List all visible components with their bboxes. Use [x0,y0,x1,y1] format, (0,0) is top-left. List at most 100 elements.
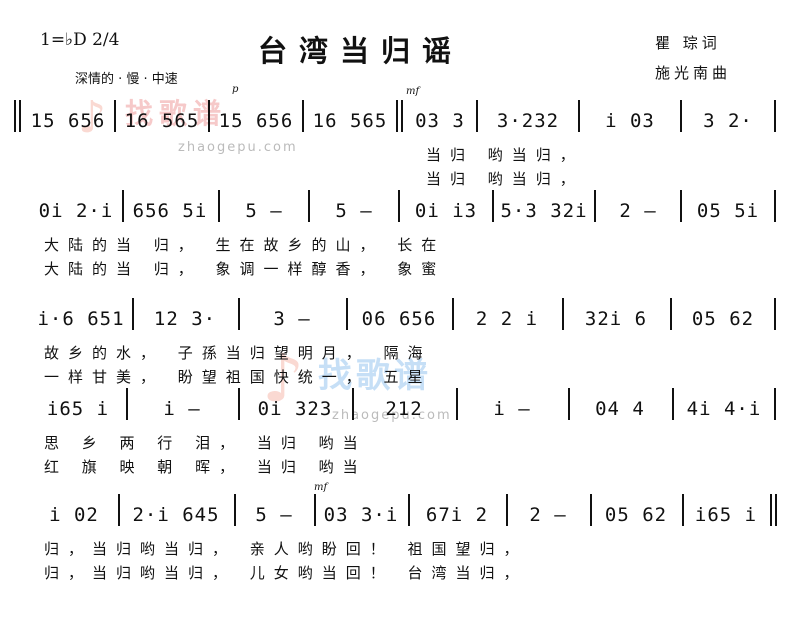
barline [456,388,458,420]
barline [408,494,410,526]
measure: 32i 6 [584,308,648,330]
score-line-5: i 02 2·i 645 5 – 03 3·i 67i 2 2 – 05 62 … [14,482,784,612]
dynamic-marking: p [232,84,239,95]
barline [208,100,210,132]
measure: 03 3 [415,110,465,132]
barline [352,388,354,420]
measure: 5 – [245,200,283,222]
barline [594,190,596,222]
score-line-2: 0i 2·i 656 5i 5 – 5 – 0i i3 5·3 32i 2 – … [14,188,784,308]
measure: i 02 [49,504,99,526]
measure: 05 62 [604,504,668,526]
dynamic-marking: mf [406,86,420,97]
barline [132,298,134,330]
lyrics-verse-2: 红 旗 映 朝 晖， 当归 哟当 [44,458,367,476]
score-line-1: 15 656 16 565 15 656 16 565 03 3 3·232 i… [14,84,784,218]
lyrics-verse-1: 思 乡 两 行 泪， 当归 哟当 [44,434,367,452]
barline [234,494,236,526]
music-note-icon: ♪ [262,340,305,417]
measure: 0i 2·i [38,200,114,222]
measure: 67i 2 [425,504,489,526]
barline [396,100,398,132]
measure: 2 2 i [475,308,539,330]
watermark-brand: 找歌谱 [318,356,432,396]
barline [774,190,776,222]
lyricist-credit: 瞿 琮词 [655,34,721,52]
watermark-url: zhaogepu.com [332,408,452,423]
barline [578,100,580,132]
barline [14,100,16,132]
barline [401,100,403,132]
staff: i·6 651 12 3· 3 – 06 656 2 2 i 32i 6 05 … [14,296,784,332]
measure: 04 4 [595,398,645,420]
measure: i65 i [46,398,110,420]
measure: 06 656 [361,308,437,330]
measure: 05 62 [691,308,755,330]
barline [476,100,478,132]
barline [680,190,682,222]
measure: 212 [385,398,423,420]
measure: 15 656 [30,110,106,132]
score-line-3: i·6 651 12 3· 3 – 06 656 2 2 i 32i 6 05 … [14,296,784,416]
measure: 5 – [335,200,373,222]
measure: 16 565 [124,110,200,132]
lyrics-verse-1: 大陆的当 归， 生在故乡的山， 长在 [44,236,446,254]
measure: i65 i [694,504,758,526]
barline [308,190,310,222]
song-title: 台湾当归谣 [258,34,464,68]
measure: 656 5i [132,200,208,222]
lyrics-verse-1: 当归 哟当归， [426,146,584,164]
barline [672,388,674,420]
lyrics-verse-1: 归，当归哟当归， 亲人哟盼回！ 祖国望归， [44,540,528,558]
measure: i 03 [605,110,655,132]
barline [218,190,220,222]
barline [590,494,592,526]
measure: 5 – [255,504,293,526]
measure: 0i 323 [257,398,333,420]
measure: 3 – [273,308,311,330]
staff: i 02 2·i 645 5 – 03 3·i 67i 2 2 – 05 62 … [14,492,784,528]
barline [568,388,570,420]
barline [774,388,776,420]
lyrics-verse-2: 归，当归哟当归， 儿女哟当回！ 台湾当归， [44,564,528,582]
barline [114,100,116,132]
watermark-url: zhaogepu.com [178,140,298,155]
barline [346,298,348,330]
measure: 4i 4·i [686,398,762,420]
tempo-marking: 深情的 · 慢 · 中速 [75,72,178,87]
measure: 05 5i [696,200,760,222]
measure: 2·i 645 [132,504,220,526]
barline [314,494,316,526]
barline [126,388,128,420]
composer-credit: 施光南曲 [655,64,732,82]
barline [506,494,508,526]
barline [122,190,124,222]
staff: i65 i i – 0i 323 212 i – 04 4 4i 4·i [14,386,784,422]
measure: 0i i3 [414,200,478,222]
barline [118,494,120,526]
measure: 5·3 32i [500,200,588,222]
watermark-brand: 找歌谱 [125,97,228,130]
measure: 3·232 [496,110,560,132]
barline [238,388,240,420]
measure: 2 – [529,504,567,526]
measure: 12 3· [153,308,217,330]
barline [19,100,21,132]
score-line-4: i65 i i – 0i 323 212 i – 04 4 4i 4·i 思 乡… [14,386,784,506]
staff: 15 656 16 565 15 656 16 565 03 3 3·232 i… [14,98,784,134]
barline [774,100,776,132]
barline [774,298,776,330]
barline [238,298,240,330]
music-note-icon: ♪ [78,92,107,143]
measure: 15 656 [218,110,294,132]
lyrics-verse-2: 一样甘美， 盼望祖国快统一， 五星 [44,368,432,386]
barline [670,298,672,330]
staff: 0i 2·i 656 5i 5 – 5 – 0i i3 5·3 32i 2 – … [14,188,784,224]
barline [398,190,400,222]
measure: 16 565 [312,110,388,132]
measure: i – [493,398,531,420]
lyrics-verse-2: 当归 哟当归， [426,170,584,188]
barline [682,494,684,526]
measure: i – [163,398,201,420]
barline [775,494,777,526]
